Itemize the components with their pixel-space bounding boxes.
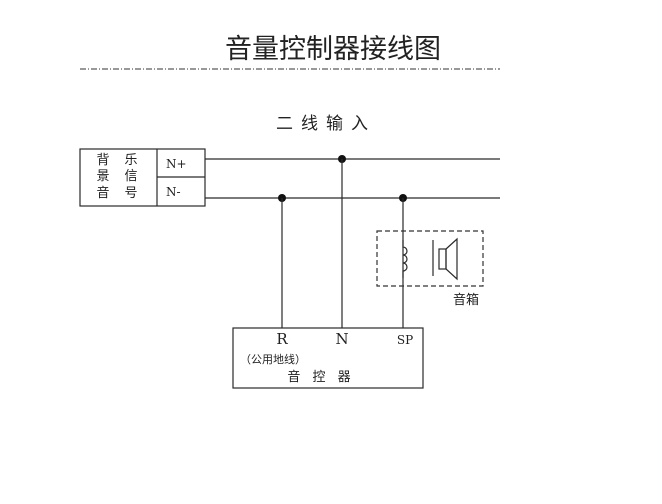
common-ground-note: （公用地线）	[240, 352, 306, 366]
signal-label-char: 信	[124, 169, 137, 184]
speaker-assembly: 音箱	[376, 230, 484, 308]
signal-label-char: 背	[96, 153, 109, 168]
signal-label-char: 乐	[124, 153, 137, 168]
diagram-subtitle: 二线输入	[276, 114, 376, 134]
coil-icon	[402, 240, 408, 278]
terminal-n-plus-label: N+	[166, 157, 187, 171]
terminal-n-label: N	[335, 330, 348, 348]
diagram-title: 音量控制器接线图	[225, 34, 441, 65]
signal-label-char: 号	[124, 186, 137, 201]
terminal-n-minus-label: N-	[166, 185, 181, 199]
controller-name: 音 控 器	[287, 369, 354, 385]
loudspeaker-icon	[438, 237, 458, 281]
terminal-sp-label: SP	[397, 333, 413, 347]
speaker-enclosure	[376, 230, 484, 287]
volume-controller-box: R N SP （公用地线） 音 控 器	[232, 327, 424, 389]
terminal-r-label: R	[276, 330, 288, 348]
speaker-label: 音箱	[453, 292, 479, 308]
signal-label-char: 音	[96, 185, 109, 201]
signal-label-char: 景	[96, 169, 109, 184]
signal-source-box: 背 景 音 乐 信 号 N+ N-	[79, 148, 206, 207]
